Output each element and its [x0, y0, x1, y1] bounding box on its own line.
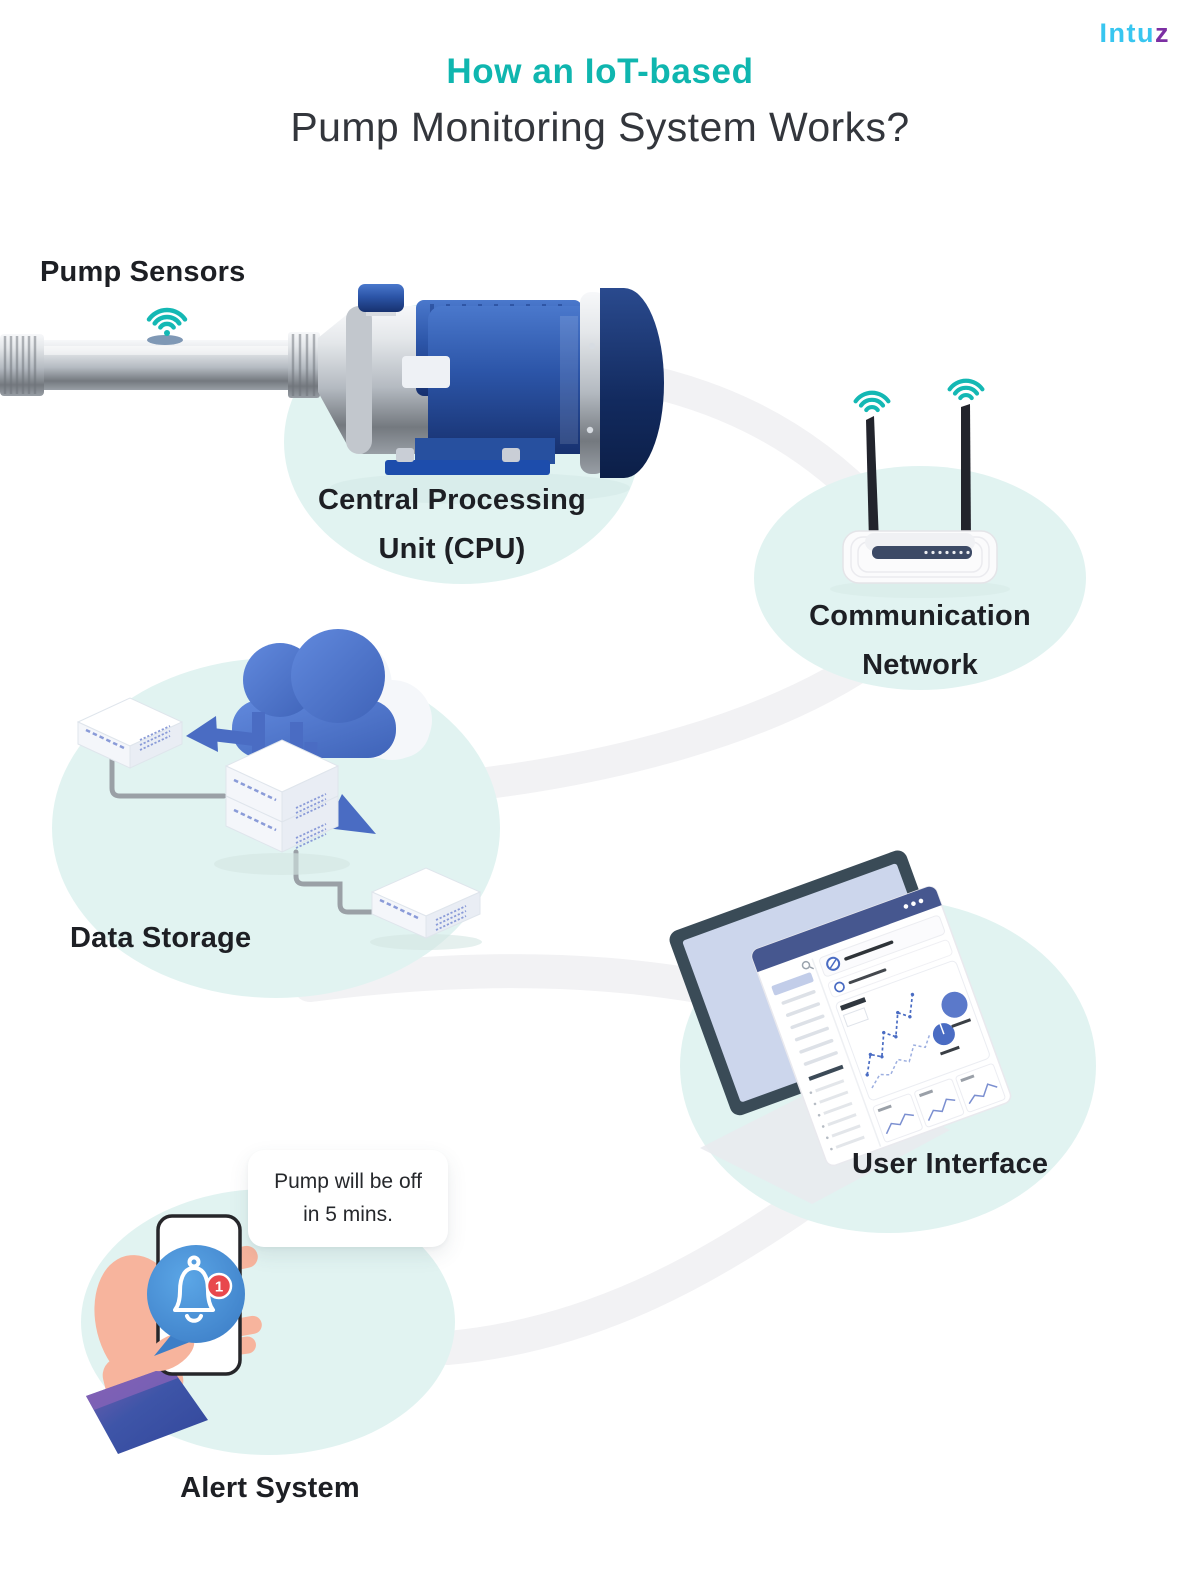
notification-card: Pump will be off in 5 mins. — [248, 1150, 448, 1247]
pump-illustration — [0, 284, 664, 504]
line-chart — [866, 994, 914, 1075]
pie-chart-large — [941, 991, 968, 1018]
data-storage-illustration — [76, 629, 482, 950]
pipe-sensor — [147, 335, 183, 345]
router-antenna-left — [866, 416, 879, 542]
notification-text-line2: in 5 mins. — [303, 1203, 393, 1226]
cloud-icon — [232, 629, 396, 758]
router-illustration — [830, 378, 1010, 598]
server-links — [109, 749, 389, 915]
connector-ui-to-alert — [431, 1161, 855, 1365]
intuz-logo: Intuz — [1099, 18, 1170, 48]
label-communication-network: Communication Network — [809, 600, 1031, 681]
label-cpu: Central Processing Unit (CPU) — [318, 484, 586, 565]
bell-notification-icon — [173, 1255, 215, 1323]
server-stack — [214, 739, 350, 875]
router-wifi-icon-left — [853, 390, 891, 413]
badge-count: 1 — [215, 1279, 223, 1296]
page-title-accent: How an IoT-based — [446, 52, 754, 91]
search-icon — [801, 960, 811, 970]
notification-badge: 1 — [205, 1272, 233, 1300]
server-left — [76, 697, 184, 769]
dashboard-window — [751, 885, 1012, 1167]
router-antenna-right — [961, 404, 971, 542]
pump-wifi-icon — [146, 307, 188, 336]
server-right — [370, 867, 482, 950]
label-user-interface: User Interface — [852, 1148, 1049, 1180]
alert-illustration: 1 — [86, 1214, 262, 1454]
label-pump-sensors: Pump Sensors — [40, 256, 246, 288]
notification-bubble: 1 — [147, 1245, 245, 1356]
notification-text-line1: Pump will be off — [274, 1170, 422, 1193]
connector-network-to-storage — [429, 629, 906, 804]
router-wifi-icon-right — [947, 378, 985, 401]
label-alert-system: Alert System — [180, 1472, 360, 1504]
user-interface-illustration — [669, 850, 1012, 1204]
label-data-storage: Data Storage — [70, 922, 252, 954]
page-title: Pump Monitoring System Works? — [290, 104, 910, 150]
